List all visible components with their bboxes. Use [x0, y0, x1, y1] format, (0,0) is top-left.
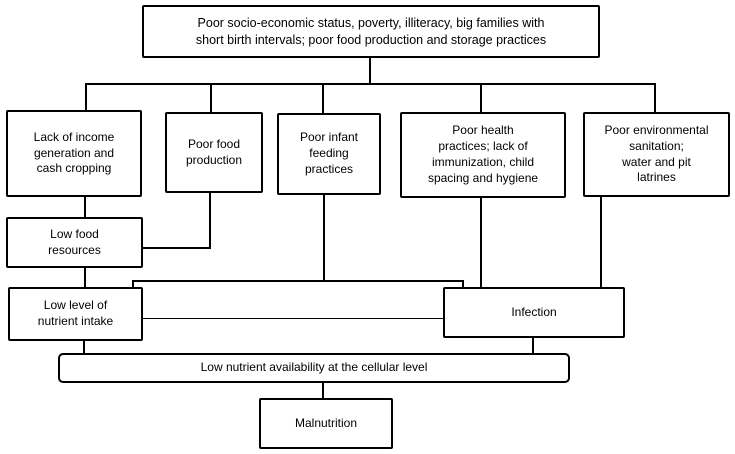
connector-availability-malnutrition — [322, 383, 324, 398]
node-socioeconomic-status: Poor socio-economic status, poverty, ill… — [142, 5, 600, 58]
connector-feeding-horizontal — [132, 280, 464, 282]
node-poor-environmental-sanitation: Poor environmental sanitation; water and… — [583, 112, 730, 197]
connector-feeding-stub-intake — [132, 280, 134, 288]
connector-root-trunk — [369, 57, 371, 85]
node-infection: Infection — [443, 287, 625, 338]
connector-feeding-down — [323, 195, 325, 282]
connector-income-lowfood — [84, 197, 86, 218]
connector-branch-income — [85, 83, 87, 111]
connector-branch-sanitation — [654, 83, 656, 113]
connector-lowfood-intake — [84, 268, 86, 288]
node-low-food-resources: Low food resources — [6, 217, 143, 268]
node-poor-infant-feeding: Poor infant feeding practices — [277, 113, 381, 195]
connector-health-infection — [480, 198, 482, 288]
node-malnutrition: Malnutrition — [259, 398, 393, 449]
connector-infection-availability — [532, 338, 534, 354]
node-low-nutrient-intake: Low level of nutrient intake — [8, 287, 143, 341]
connector-foodprod-down — [209, 193, 211, 249]
connector-branch-food-production — [210, 83, 212, 113]
connector-foodprod-lowfood — [143, 247, 211, 249]
node-lack-of-income: Lack of income generation and cash cropp… — [6, 110, 142, 197]
connector-distribution — [85, 83, 656, 85]
node-poor-health-practices: Poor health practices; lack of immunizat… — [400, 112, 566, 198]
connector-feeding-stub-infection — [462, 280, 464, 288]
node-poor-food-production: Poor food production — [165, 112, 263, 193]
connector-branch-health-practices — [480, 83, 482, 113]
node-low-nutrient-availability: Low nutrient availability at the cellula… — [58, 353, 570, 383]
connector-branch-infant-feeding — [322, 83, 324, 114]
connector-intake-availability — [83, 341, 85, 354]
connector-sanitation-infection — [600, 197, 602, 288]
connector-intake-infection — [143, 318, 443, 319]
